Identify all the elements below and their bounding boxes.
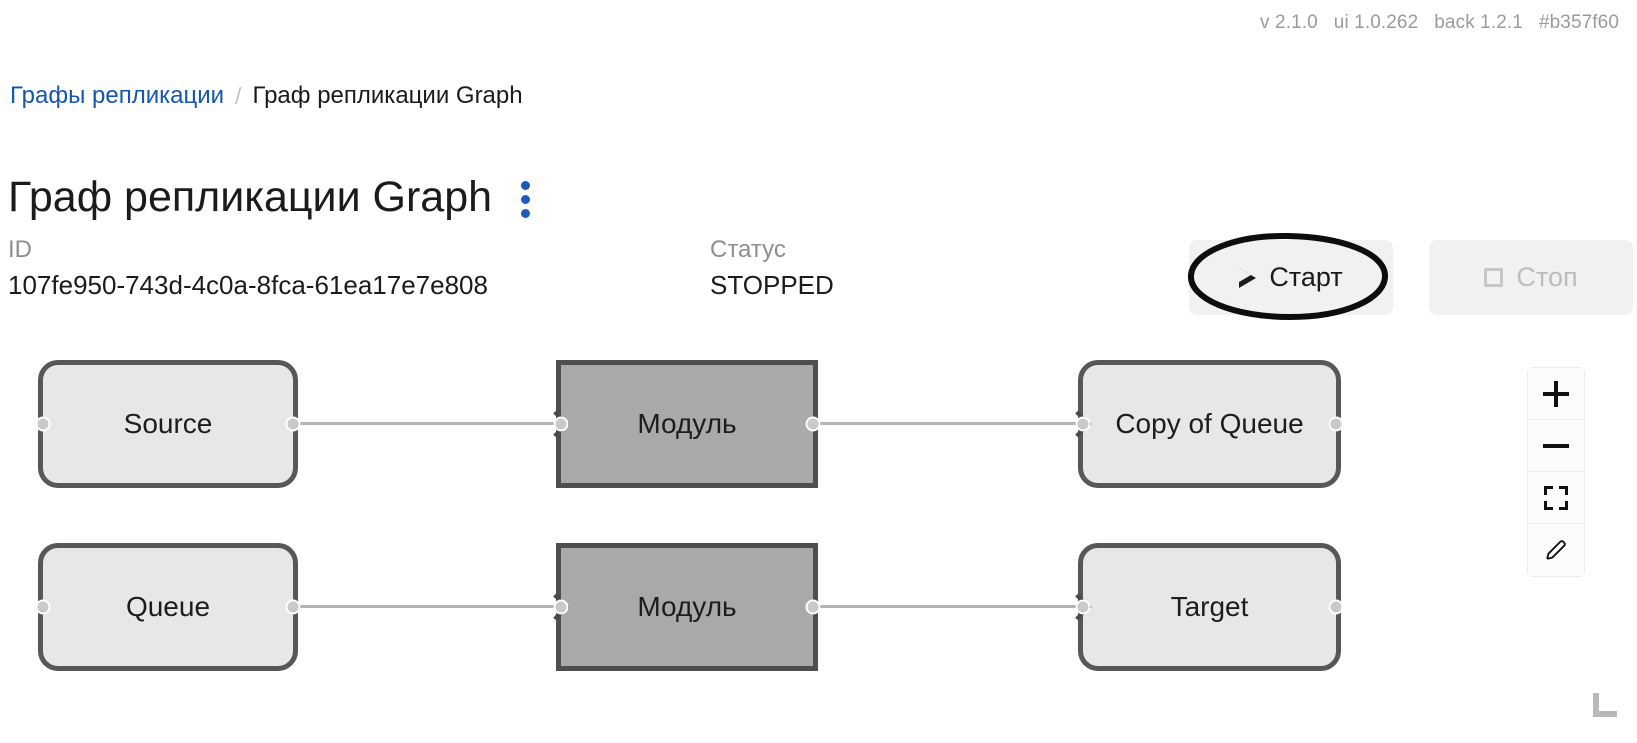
edge-module-copyqueue — [818, 422, 1078, 425]
edge-module-target — [818, 605, 1078, 608]
id-value: 107fe950-743d-4c0a-8fca-61ea17e7e808 — [8, 269, 488, 300]
graph-canvas[interactable]: Source Модуль Copy of Queue Queue Модуль — [0, 330, 1637, 743]
fit-view-button[interactable] — [1528, 472, 1584, 524]
node-label: Target — [1170, 591, 1249, 622]
edge-source-module — [298, 422, 556, 425]
node-port-right[interactable] — [805, 599, 821, 615]
stop-square-icon — [1484, 268, 1504, 287]
node-port-right[interactable] — [1328, 416, 1344, 432]
node-port-right[interactable] — [805, 416, 821, 432]
kebab-dot — [521, 181, 531, 191]
metadata-status: Статус STOPPED — [710, 233, 834, 303]
graph-node-module-top[interactable]: Модуль — [553, 360, 821, 488]
start-button-label: Старт — [1269, 262, 1343, 292]
graph-zoom-controls — [1528, 368, 1584, 576]
stop-button[interactable]: Стоп — [1429, 240, 1633, 315]
graph-node-target[interactable]: Target — [1075, 543, 1344, 671]
app-version: v 2.1.0 — [1260, 12, 1318, 33]
graph-node-source[interactable]: Source — [35, 360, 301, 488]
node-label: Copy of Queue — [1115, 408, 1304, 439]
breadcrumb: Графы репликации / Граф репликации Graph — [10, 82, 523, 110]
node-port-left[interactable] — [553, 416, 569, 432]
start-button[interactable]: Старт — [1189, 240, 1393, 315]
node-port-left[interactable] — [1075, 416, 1091, 432]
graph-node-queue[interactable]: Queue — [35, 543, 301, 671]
page-title: Граф репликации Graph — [8, 172, 493, 221]
status-value: STOPPED — [710, 269, 834, 300]
node-label: Queue — [125, 591, 211, 622]
ui-version: ui 1.0.262 — [1333, 12, 1419, 33]
node-port-left[interactable] — [553, 599, 569, 615]
action-buttons: Старт Стоп — [1189, 240, 1633, 315]
fit-screen-icon — [1544, 485, 1568, 510]
back-version: back 1.2.1 — [1434, 12, 1523, 33]
status-label: Статус — [710, 236, 786, 263]
edge-queue-module — [298, 605, 556, 608]
minus-icon — [1543, 443, 1569, 448]
node-port-right[interactable] — [285, 599, 301, 615]
node-port-left[interactable] — [1075, 599, 1091, 615]
kebab-dot — [521, 195, 531, 205]
commit-hash: #b357f60 — [1538, 12, 1619, 33]
id-label: ID — [8, 236, 32, 263]
pencil-icon — [1546, 540, 1566, 560]
graph-node-module-bottom[interactable]: Модуль — [553, 543, 821, 671]
node-label: Модуль — [637, 591, 737, 622]
title-row: Граф репликации Graph — [8, 146, 537, 249]
breadcrumb-separator: / — [235, 82, 242, 109]
breadcrumb-current: Граф репликации Graph — [252, 82, 523, 109]
version-bar: v 2.1.0 ui 1.0.262 back 1.2.1 #b357f60 — [1260, 12, 1619, 34]
node-label: Source — [123, 408, 213, 439]
node-port-left[interactable] — [35, 416, 51, 432]
graph-node-copy-of-queue[interactable]: Copy of Queue — [1075, 360, 1344, 488]
node-port-right[interactable] — [1328, 599, 1344, 615]
edit-button[interactable] — [1528, 524, 1584, 576]
kebab-dot — [521, 209, 531, 219]
node-port-right[interactable] — [285, 416, 301, 432]
breadcrumb-link-graphs[interactable]: Графы репликации — [10, 82, 225, 109]
stop-button-label: Стоп — [1516, 262, 1578, 292]
node-label: Модуль — [637, 408, 737, 439]
plus-icon — [1543, 380, 1569, 407]
kebab-menu-icon[interactable] — [514, 177, 537, 222]
metadata-row: ID 107fe950-743d-4c0a-8fca-61ea17e7e808 … — [8, 233, 834, 303]
node-port-left[interactable] — [35, 599, 51, 615]
play-icon — [1239, 267, 1257, 288]
zoom-out-button[interactable] — [1528, 420, 1584, 472]
canvas-resize-handle[interactable] — [1593, 693, 1617, 717]
metadata-id: ID 107fe950-743d-4c0a-8fca-61ea17e7e808 — [8, 233, 710, 303]
zoom-in-button[interactable] — [1528, 368, 1584, 420]
